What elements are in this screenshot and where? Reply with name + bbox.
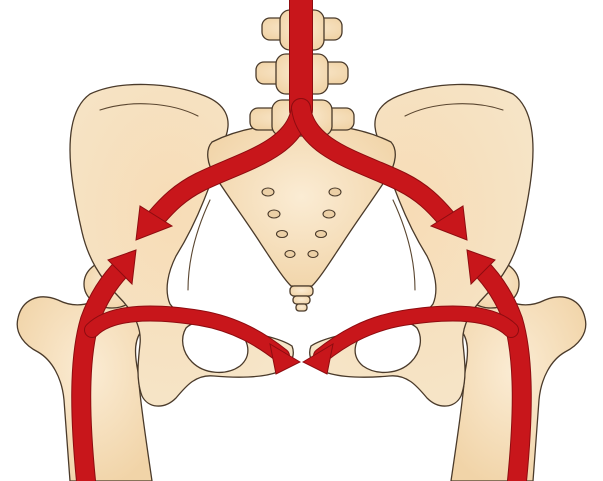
sacrum	[208, 124, 396, 311]
coccyx	[290, 286, 313, 311]
